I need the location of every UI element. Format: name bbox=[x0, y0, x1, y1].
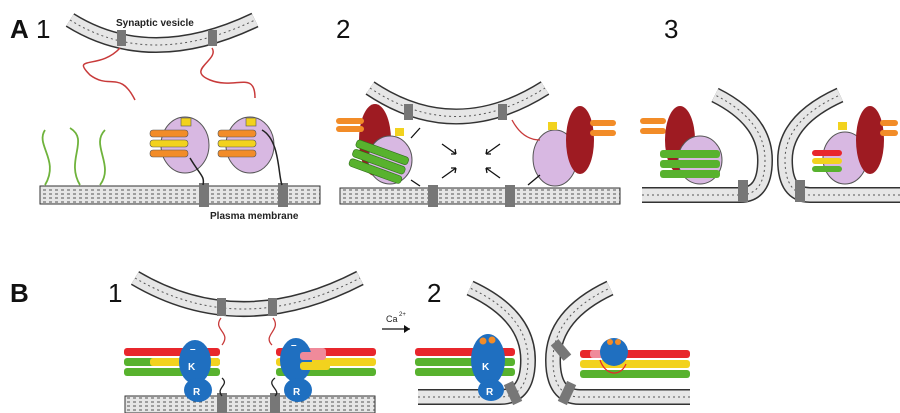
b1-left-minus-label: – bbox=[190, 344, 196, 355]
b1-vamp-linkers bbox=[219, 318, 276, 345]
b2-left-r-label: R bbox=[486, 387, 494, 398]
b1-left-r-label: R bbox=[193, 387, 201, 398]
a2-plasma-membrane bbox=[340, 185, 620, 207]
b1-left-synaptotagmin: K R – bbox=[179, 340, 212, 402]
a1-unstructured-snap25 bbox=[43, 128, 105, 185]
panel-b-step-2-label: 2 bbox=[427, 278, 441, 308]
a1-plasma-membrane bbox=[40, 183, 320, 207]
b2-calcium-ion-2 bbox=[489, 337, 496, 344]
panel-a-step-1-label: 1 bbox=[36, 14, 50, 44]
a1-vesicle-protein-right bbox=[208, 30, 217, 46]
b2-fusion-membranes bbox=[418, 288, 690, 405]
b1-plasma-membrane bbox=[125, 393, 375, 413]
panel-b-step-1-label: 1 bbox=[108, 278, 122, 308]
a2-force-arrows bbox=[411, 128, 540, 186]
a2-right-snare-complex bbox=[512, 106, 616, 186]
calcium-charge-label: 2+ bbox=[399, 312, 406, 318]
b1-synaptic-vesicle bbox=[135, 278, 360, 316]
panel-a-step-2-label: 2 bbox=[336, 14, 350, 44]
panel-b-letter: B bbox=[10, 278, 29, 308]
b2-calcium-ion-4 bbox=[615, 339, 621, 345]
a1-munc18-syntaxin-right bbox=[218, 117, 282, 185]
b2-calcium-ion-3 bbox=[607, 339, 613, 345]
b1-left-k-label: K bbox=[188, 362, 196, 373]
calcium-ion-label: Ca bbox=[386, 314, 398, 324]
panel-a-step-3-label: 3 bbox=[664, 14, 678, 44]
a2-synaptic-vesicle bbox=[370, 88, 545, 120]
b1-right-r-label: R bbox=[293, 387, 301, 398]
a1-vamp-tails bbox=[83, 48, 255, 100]
b1-right-synaptotagmin: R – bbox=[280, 338, 330, 402]
b1-right-minus-label: – bbox=[291, 340, 297, 351]
a3-right-snare-complex bbox=[812, 106, 898, 184]
calcium-trigger: Ca 2+ bbox=[382, 312, 410, 333]
b2-calcium-ion-1 bbox=[480, 338, 487, 345]
vesicle-label: Synaptic vesicle bbox=[116, 18, 194, 29]
a3-left-snare-complex bbox=[640, 106, 722, 184]
arrow-right-icon bbox=[404, 325, 410, 333]
panel-a-letter: A bbox=[10, 14, 29, 44]
membrane-label: Plasma membrane bbox=[210, 211, 299, 222]
a1-vesicle-protein-left bbox=[117, 30, 126, 46]
a1-munc18-syntaxin-left bbox=[150, 117, 209, 185]
b2-left-k-label: K bbox=[482, 362, 490, 373]
b2-right-snare-bundle bbox=[580, 350, 690, 378]
b1-syntaxin-linkers bbox=[220, 378, 277, 396]
a2-left-snare-complex bbox=[336, 104, 412, 184]
